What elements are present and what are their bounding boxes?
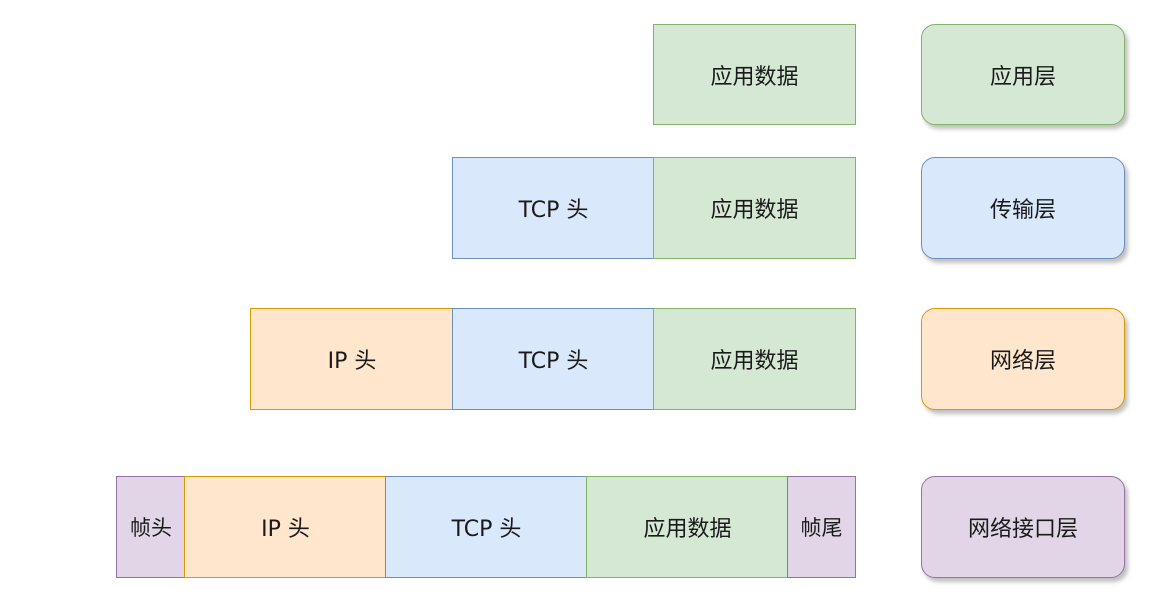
layer-network: 网络层: [921, 308, 1125, 410]
layer-transport: 传输层: [921, 157, 1125, 259]
tcp-header-segment: TCP 头: [385, 476, 588, 578]
frame-trailer-segment: 帧尾: [787, 476, 856, 578]
ip-header-segment: IP 头: [184, 476, 387, 578]
tcp-header-segment: TCP 头: [452, 308, 655, 410]
layer-network-interface: 网络接口层: [921, 476, 1125, 578]
app-data-segment: 应用数据: [653, 157, 856, 259]
app-data-segment: 应用数据: [653, 308, 856, 410]
ip-header-segment: IP 头: [250, 308, 454, 410]
tcp-header-segment: TCP 头: [452, 157, 655, 259]
app-data-segment: 应用数据: [586, 476, 789, 578]
frame-header-segment: 帧头: [116, 476, 186, 578]
app-data-segment: 应用数据: [653, 24, 856, 125]
layer-application: 应用层: [921, 24, 1125, 125]
